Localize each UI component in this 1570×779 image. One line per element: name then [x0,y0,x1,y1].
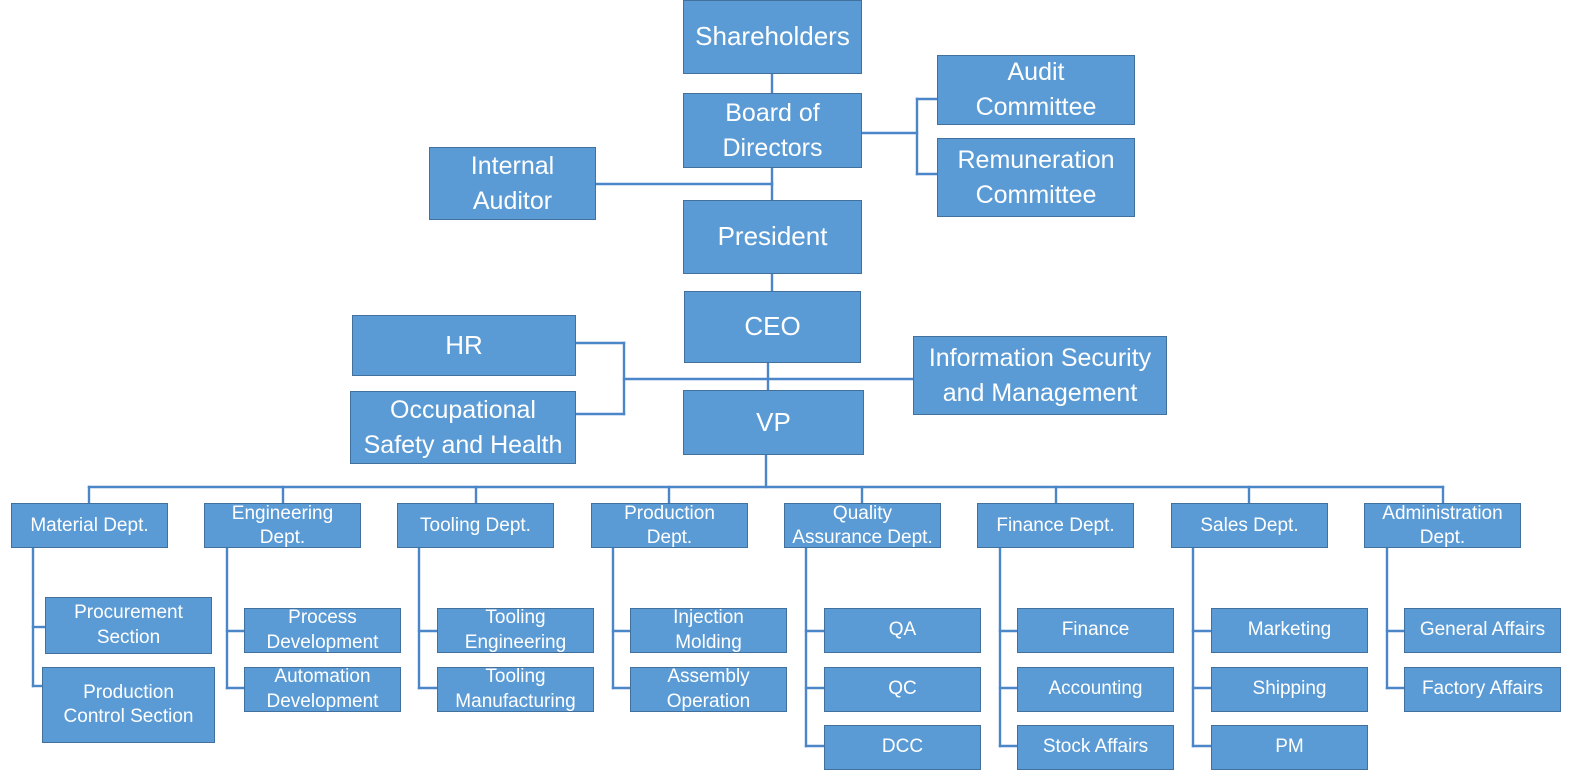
node-president[interactable]: President [683,200,862,274]
node-dcc[interactable]: DCC [824,725,981,770]
node-assembly-operation[interactable]: Assembly Operation [630,666,787,712]
node-administration-dept[interactable]: Administration Dept. [1364,503,1521,548]
node-sales-dept[interactable]: Sales Dept. [1171,503,1328,548]
node-information-security-and-management[interactable]: Information Security and Management [913,336,1167,415]
node-qc[interactable]: QC [824,667,981,712]
node-procurement-section[interactable]: Procurement Section [45,597,212,654]
node-injection-molding[interactable]: Injection Molding [630,607,787,653]
node-ceo[interactable]: CEO [684,291,861,363]
node-hr[interactable]: HR [352,315,576,376]
node-audit-committee[interactable]: Audit Committee [937,55,1135,125]
node-finance-dept[interactable]: Finance Dept. [977,503,1134,548]
node-factory-affairs[interactable]: Factory Affairs [1404,667,1561,712]
node-board-of-directors[interactable]: Board of Directors [683,93,862,168]
node-shareholders[interactable]: Shareholders [683,0,862,74]
node-finance[interactable]: Finance [1017,608,1174,653]
node-accounting[interactable]: Accounting [1017,667,1174,712]
node-internal-auditor[interactable]: Internal Auditor [429,147,596,220]
node-remuneration-committee[interactable]: Remuneration Committee [937,138,1135,217]
node-pm[interactable]: PM [1211,725,1368,770]
node-tooling-dept[interactable]: Tooling Dept. [397,503,554,548]
node-stock-affairs[interactable]: Stock Affairs [1017,725,1174,770]
node-occupational-safety-and-health[interactable]: Occupational Safety and Health [350,391,576,464]
node-process-development[interactable]: Process Development [244,607,401,653]
node-engineering-dept[interactable]: Engineering Dept. [204,503,361,548]
node-general-affairs[interactable]: General Affairs [1404,608,1561,653]
node-qa[interactable]: QA [824,608,981,653]
node-production-dept[interactable]: Production Dept. [591,503,748,548]
node-tooling-engineering[interactable]: Tooling Engineering [437,607,594,653]
node-material-dept[interactable]: Material Dept. [11,503,168,548]
node-vp[interactable]: VP [683,390,864,455]
node-tooling-manufacturing[interactable]: Tooling Manufacturing [437,666,594,712]
node-shipping[interactable]: Shipping [1211,667,1368,712]
node-marketing[interactable]: Marketing [1211,608,1368,653]
node-production-control-section[interactable]: Production Control Section [42,667,215,743]
node-automation-development[interactable]: Automation Development [244,666,401,712]
node-quality-assurance-dept[interactable]: Quality Assurance Dept. [784,503,941,548]
